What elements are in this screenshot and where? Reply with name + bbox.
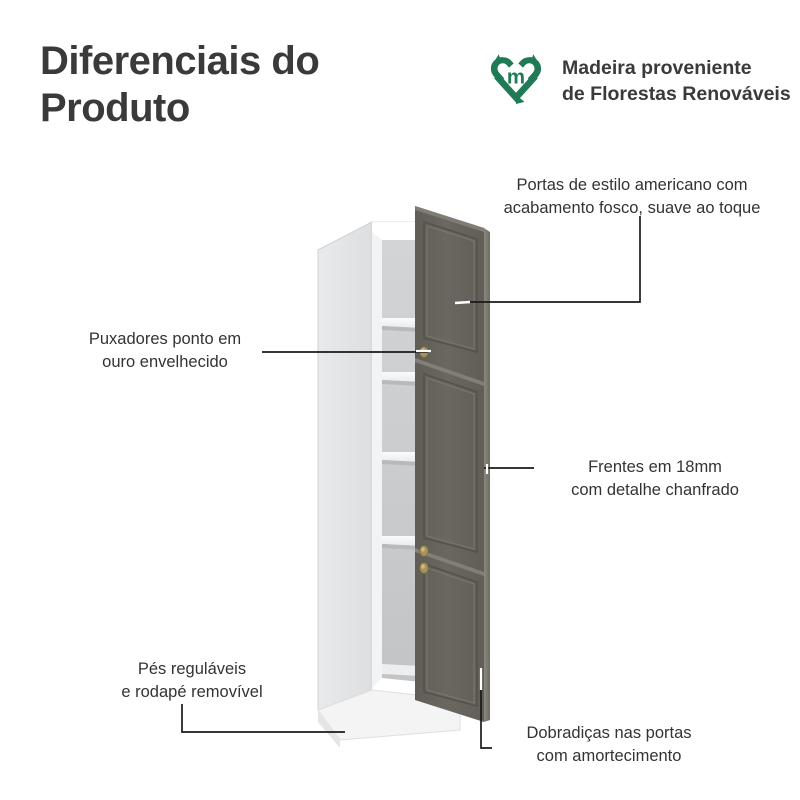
callout-feet-label: Pés reguláveis e rodapé removível bbox=[121, 660, 263, 702]
callout-hinges-label: Dobradiças nas portas com amortecimento bbox=[526, 724, 692, 766]
eco-badge: m Madeira proveniente de Florestas Renov… bbox=[482, 48, 791, 116]
recycle-heart-icon: m bbox=[490, 54, 542, 105]
callout-handles-label: Puxadores ponto em ouro envelhecido bbox=[88, 330, 242, 372]
knob-bottom-door bbox=[419, 562, 429, 574]
callout-doors-label: Portas de estilo americano com acabament… bbox=[503, 176, 761, 218]
knob-middle-door bbox=[419, 545, 429, 557]
door-bottom[interactable] bbox=[415, 548, 490, 722]
knob-top-door bbox=[419, 346, 429, 358]
page-title: Diferenciais do Produto bbox=[40, 39, 320, 131]
callout-fronts-label: Frentes em 18mm com detalhe chanfrado bbox=[571, 458, 739, 500]
eco-badge-label: Madeira proveniente de Florestas Renováv… bbox=[562, 57, 791, 105]
svg-text:m: m bbox=[507, 66, 525, 88]
door-middle[interactable] bbox=[415, 358, 490, 572]
